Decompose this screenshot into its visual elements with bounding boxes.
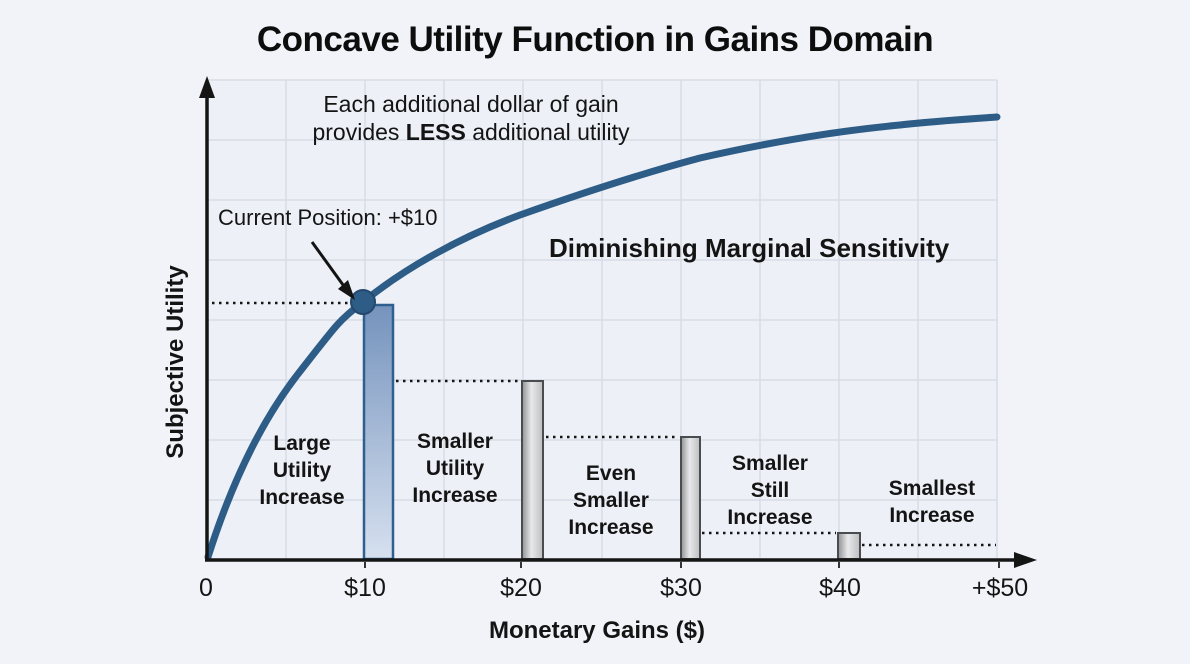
x-tick-label-20: $20 <box>500 574 542 602</box>
top-note-line2: provides LESS additional utility <box>271 118 671 146</box>
utility-bar-10 <box>362 303 395 561</box>
x-tick-label-0: 0 <box>199 574 213 602</box>
dotted-guides <box>212 301 996 547</box>
region-label-even-smaller: Even Smaller Increase <box>568 462 654 539</box>
x-axis-arrowhead <box>1014 552 1037 568</box>
current-position-dot <box>350 289 376 315</box>
top-note-line2-post: additional utility <box>465 119 630 145</box>
region-label-smaller: Smaller Utility Increase <box>412 430 498 507</box>
top-note-line2-bold: LESS <box>405 119 466 145</box>
x-tick-label-10: $10 <box>344 574 386 602</box>
x-tick-label-40: $40 <box>819 574 861 602</box>
utility-curve <box>204 113 1001 561</box>
region-label-smallest: Smallest Increase <box>888 477 976 527</box>
top-note: Each additional dollar of gain provides … <box>271 90 671 146</box>
diminishing-label: Diminishing Marginal Sensitivity <box>549 233 950 263</box>
y-axis-label: Subjective Utility <box>162 265 189 459</box>
x-axis-ticks <box>364 562 1000 568</box>
top-note-line2-pre: provides <box>312 119 406 145</box>
current-position-label: Current Position: +$10 <box>218 205 438 230</box>
x-tick-label-50: +$50 <box>971 574 1029 602</box>
x-axis-label: Monetary Gains ($) <box>488 617 706 644</box>
pointer-arrow <box>310 241 355 300</box>
chart-title: Concave Utility Function in Gains Domain <box>256 20 934 59</box>
x-tick-label-30: $30 <box>660 574 702 602</box>
axes <box>199 76 1037 568</box>
region-label-smaller-still: Smaller Still Increase <box>727 452 813 529</box>
top-note-line1: Each additional dollar of gain <box>323 91 619 117</box>
y-axis-arrowhead <box>199 76 215 98</box>
utility-bar-40 <box>837 532 861 560</box>
region-label-large: Large Utility Increase <box>259 432 345 509</box>
